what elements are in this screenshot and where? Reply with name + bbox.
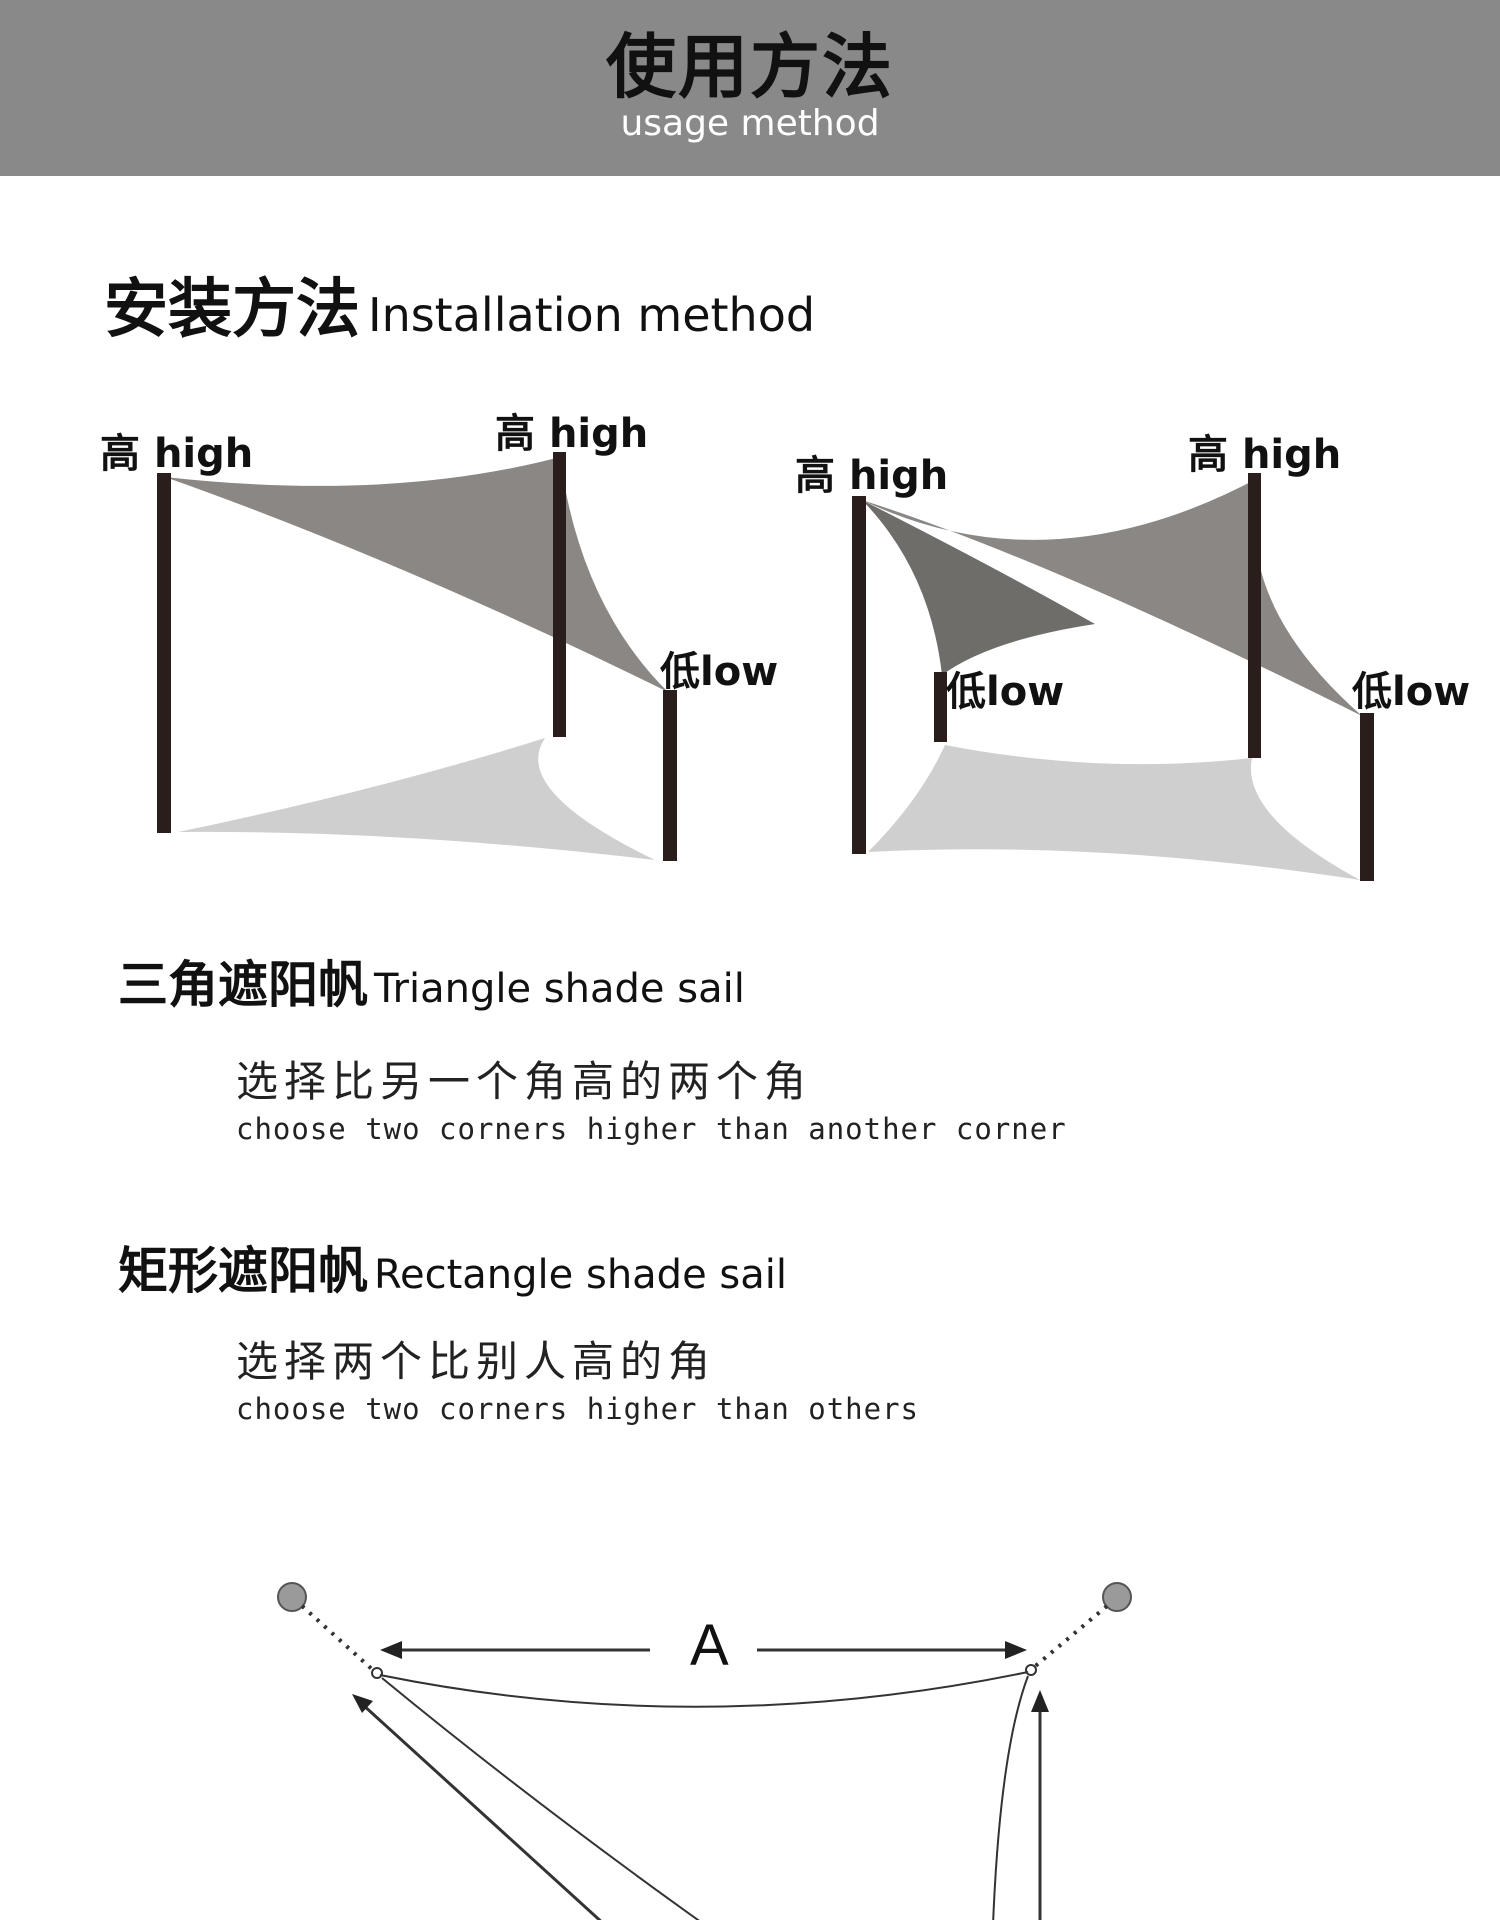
rectangle-sail-fold <box>862 500 1095 675</box>
rectangle-sail <box>862 477 1362 716</box>
low-en: low <box>1392 669 1471 715</box>
triangle-pole-middle <box>553 452 566 737</box>
high-en: high <box>848 453 949 499</box>
high-cn: 高 <box>795 453 835 499</box>
sail-left-edge <box>381 1677 700 1920</box>
sail-corner-left <box>371 1667 383 1679</box>
low-cn: 低 <box>946 669 986 715</box>
tension-line-right <box>1031 1604 1109 1670</box>
banner-title: 使用方法 <box>606 26 894 108</box>
triangle-label-right-low: 低low <box>660 650 778 694</box>
installation-title-cn: 安装方法 <box>104 273 360 347</box>
tension-line-left <box>300 1604 376 1673</box>
rectangle-pole-back-right <box>1248 473 1261 758</box>
rectangle-pole-back-left <box>934 672 947 742</box>
anchor-point-left <box>277 1582 307 1612</box>
high-en: high <box>1241 432 1342 478</box>
sail-top-edge <box>379 1671 1029 1708</box>
high-cn: 高 <box>495 411 535 457</box>
rectangle-title-cn: 矩形遮阳帆 <box>118 1242 368 1300</box>
sail-right-edge <box>992 1675 1029 1920</box>
high-en: high <box>548 411 649 457</box>
low-cn: 低 <box>660 649 700 695</box>
rectangle-title-en: Rectangle shade sail <box>374 1252 787 1298</box>
rectangle-label-left-high: 高 high <box>795 454 948 498</box>
triangle-desc-cn: 选择比另一个角高的两个角 <box>236 1057 813 1106</box>
triangle-ground-shadow <box>178 738 655 860</box>
triangle-title-cn: 三角遮阳帆 <box>118 956 368 1014</box>
banner-subtitle: usage method <box>620 103 880 144</box>
arrowhead-vertical <box>1031 1690 1049 1712</box>
triangle-label-middle-high: 高 high <box>495 412 648 456</box>
low-cn: 低 <box>1352 669 1392 715</box>
arrowhead-a-left <box>380 1641 402 1659</box>
measurement-diagram <box>277 1582 1132 1920</box>
low-en: low <box>986 669 1065 715</box>
installation-title-en: Installation method <box>368 288 816 342</box>
rectangle-sail-illustration <box>852 473 1374 881</box>
high-en: high <box>153 431 254 477</box>
rectangle-label-back-low: 低low <box>946 670 1064 714</box>
sail-corner-right <box>1025 1664 1037 1676</box>
high-cn: 高 <box>1188 432 1228 478</box>
arrowhead-diagonal <box>352 1694 373 1713</box>
anchor-point-right <box>1102 1582 1132 1612</box>
triangle-label-left-high: 高 high <box>100 432 253 476</box>
rectangle-ground-shadow <box>868 745 1360 880</box>
triangle-pole-left <box>157 473 171 833</box>
rectangle-desc-en: choose two corners higher than others <box>236 1392 920 1426</box>
triangle-pole-right <box>663 690 677 861</box>
triangle-desc-en: choose two corners higher than another c… <box>236 1112 1067 1146</box>
arrowhead-a-right <box>1005 1641 1027 1659</box>
high-cn: 高 <box>100 431 140 477</box>
rectangle-label-right-high: 高 high <box>1188 433 1341 477</box>
low-en: low <box>700 649 779 695</box>
header-banner: 使用方法 usage method <box>0 0 1500 176</box>
dimension-label-a: A <box>690 1613 729 1678</box>
rectangle-desc-cn: 选择两个比别人高的角 <box>236 1337 717 1386</box>
triangle-sail <box>165 457 668 692</box>
triangle-sail-illustration <box>157 452 677 861</box>
triangle-title-en: Triangle shade sail <box>374 966 745 1012</box>
rectangle-pole-front-right <box>1360 713 1374 881</box>
rectangle-pole-front-left <box>852 496 866 854</box>
rectangle-label-front-low: 低low <box>1352 670 1470 714</box>
dimension-arrow-diagonal <box>360 1702 602 1920</box>
